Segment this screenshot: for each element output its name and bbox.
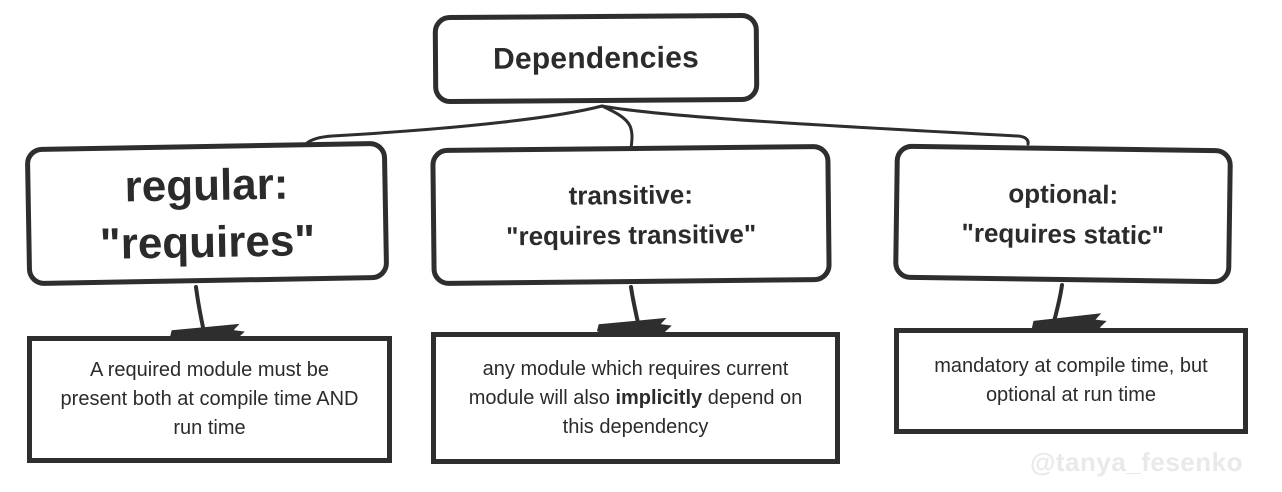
connector-regular-to-note [194, 285, 206, 334]
note-transitive: any module which requires current module… [431, 332, 840, 464]
note-transitive-text: any module which requires current module… [459, 355, 813, 442]
connector-transitive-to-note [629, 285, 641, 329]
node-dependencies: Dependencies [432, 12, 760, 105]
note-regular: A required module must be present both a… [27, 336, 392, 463]
note-optional-text: mandatory at compile time, but optional … [924, 352, 1217, 410]
node-transitive: transitive: "requires transitive" [430, 143, 832, 287]
node-regular-subtitle: "requires" [99, 215, 316, 269]
connector-root-to-regular [305, 104, 604, 145]
note-regular-text: A required module must be present both a… [51, 356, 369, 443]
connector-root-to-optional [600, 104, 1030, 146]
node-regular: regular: "requires" [24, 140, 390, 287]
note-transitive-text-bold: implicitly [615, 386, 703, 409]
note-transitive-text-post: depend on this dependency [562, 386, 803, 438]
node-optional: optional: "requires static" [893, 143, 1233, 285]
node-transitive-title: transitive: [568, 179, 694, 211]
watermark: @tanya_fesenko [1030, 447, 1243, 477]
note-optional: mandatory at compile time, but optional … [894, 328, 1248, 434]
connector-optional-to-note [1050, 283, 1064, 331]
node-optional-subtitle: "requires static" [961, 217, 1165, 251]
node-optional-title: optional: [1008, 178, 1119, 210]
node-transitive-subtitle: "requires transitive" [506, 218, 757, 252]
note-transitive-text-pre: any module which requires current module… [468, 357, 789, 409]
note-optional-text-pre: mandatory at compile time, but optional … [934, 355, 1208, 406]
note-regular-text-pre: A required module must be present both a… [60, 359, 359, 439]
node-regular-title: regular: [124, 159, 289, 211]
connector-root-to-transitive [600, 104, 634, 150]
node-dependencies-label: Dependencies [492, 40, 700, 76]
